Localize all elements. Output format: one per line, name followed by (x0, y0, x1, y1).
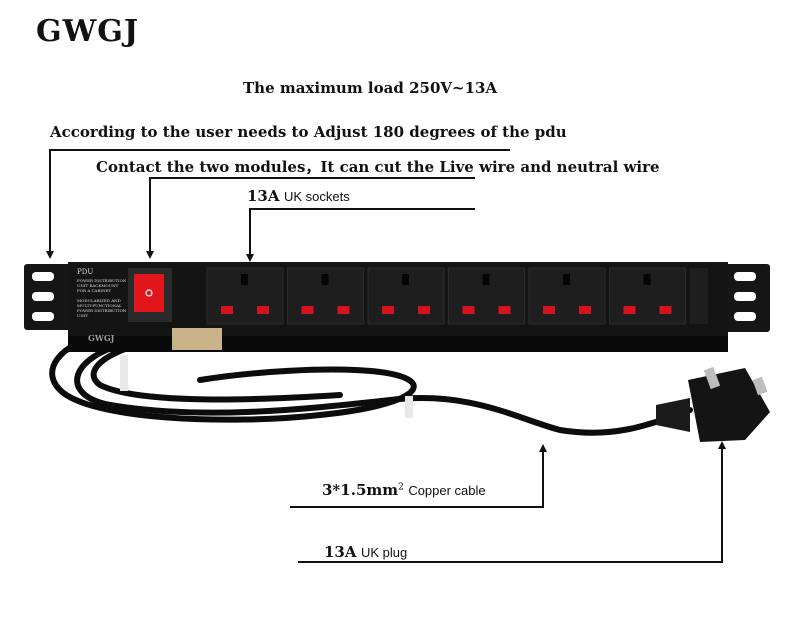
socket-earth-slot (321, 274, 329, 285)
rocker-switch (134, 274, 164, 312)
contact-caption: Contact the two modules，It can cut the L… (96, 158, 660, 176)
blank-panel (690, 268, 708, 324)
socket-earth-slot (482, 274, 490, 285)
socket-earth-slot (241, 274, 248, 285)
socket-pin-slot (498, 306, 511, 314)
socket-pin-slot (301, 306, 314, 314)
socket-pin-slot (659, 306, 672, 314)
uk-plug (656, 366, 770, 442)
cable-tie-2 (120, 355, 128, 391)
uk-socket (206, 267, 284, 325)
uk-socket (448, 267, 525, 325)
cable-arrow (290, 444, 547, 508)
socket-pin-slot (418, 306, 430, 314)
contact-arrow (146, 177, 475, 259)
socket-pin-slot (337, 306, 350, 314)
sockets-arrow (246, 208, 475, 262)
pdu-line3: FOR A CABINET (77, 288, 111, 293)
pdu-label-plate: PDU POWER DISTRIBUTION UNIT RACKMOUNT FO… (77, 268, 127, 343)
pdu-line5: MULTI-FUNCTIONAL (77, 303, 122, 308)
uk-socket (287, 267, 364, 325)
sockets-text: UK sockets (283, 189, 350, 204)
uk-socket (367, 267, 445, 325)
socket-pin-slot (623, 306, 636, 314)
cable-tie (405, 396, 413, 418)
cable-caption: 3*1.5mm2 Copper cable (322, 481, 486, 499)
socket-earth-slot (563, 274, 570, 285)
callout-lines (46, 149, 726, 563)
uk-socket (528, 267, 606, 325)
adjust-caption: According to the user needs to Adjust 18… (50, 123, 567, 141)
sockets-caption: 13A UK sockets (247, 187, 350, 205)
pdu-line6: POWER DISTRIBUTION (77, 308, 127, 313)
plug-rating: 13A (324, 543, 357, 561)
plug-caption: 13A UK plug (324, 543, 407, 561)
pdu-title: PDU (77, 268, 93, 276)
brand-logo: GWGJ (36, 14, 140, 49)
cable-spec: 3*1.5mm (322, 481, 399, 499)
socket-pin-slot (221, 306, 233, 314)
uk-socket (609, 267, 686, 325)
power-cord (49, 332, 693, 436)
socket-pin-slot (382, 306, 394, 314)
cable-text: Copper cable (408, 483, 486, 498)
max-load-caption: The maximum load 250V~13A (243, 79, 498, 97)
socket-earth-slot (402, 274, 409, 285)
pdu-line7: UNIT (77, 313, 88, 318)
socket-pin-slot (579, 306, 591, 314)
adjust-arrow (49, 149, 510, 152)
pdu-line2: UNIT RACKMOUNT (77, 283, 119, 288)
pdu-line1: POWER DISTRIBUTION (77, 278, 127, 283)
plug-text: UK plug (360, 545, 408, 560)
pdu-plate-brand: GWGJ (88, 333, 115, 343)
plug-arrow (298, 441, 726, 563)
cable-spec-sup: 2 (398, 482, 404, 493)
socket-row (206, 267, 708, 325)
socket-earth-slot (643, 274, 651, 285)
sockets-rating: 13A (247, 187, 280, 205)
pdu-line4: MODULARIZED AND (77, 298, 121, 303)
socket-pin-slot (543, 306, 555, 314)
socket-pin-slot (462, 306, 475, 314)
socket-pin-slot (257, 306, 269, 314)
